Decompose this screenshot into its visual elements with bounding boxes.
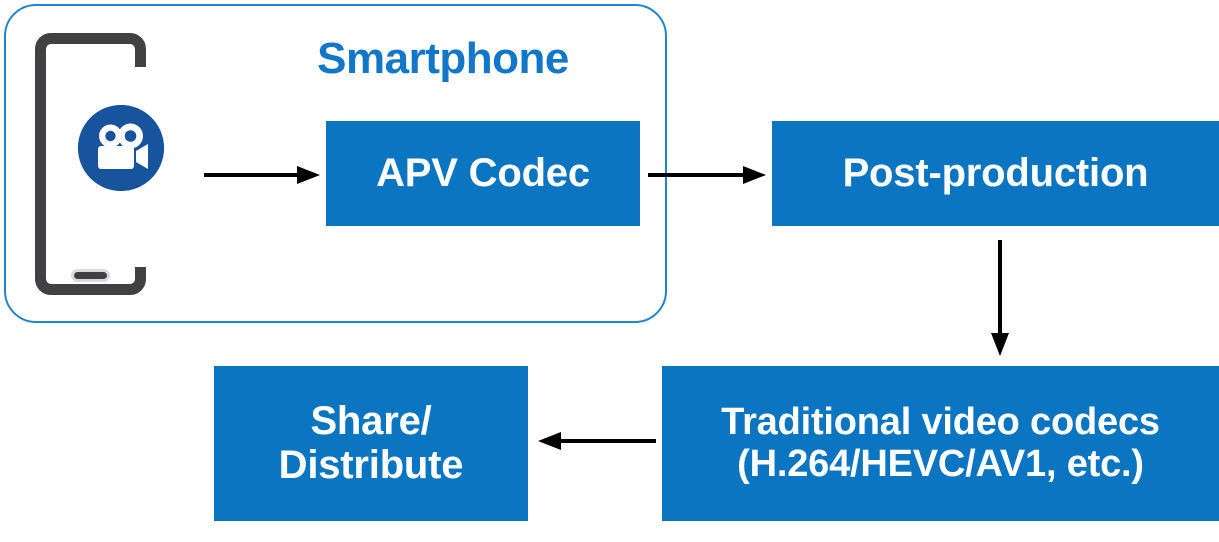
smartphone-group-container bbox=[4, 4, 667, 323]
node-share-distribute-line2: Distribute bbox=[278, 442, 464, 487]
node-post-production-label: Post-production bbox=[842, 150, 1149, 195]
node-traditional-codecs: Traditional video codecs (H.264/HEVC/AV1… bbox=[662, 366, 1219, 521]
video-camera-icon bbox=[78, 105, 164, 191]
phone-home-button bbox=[71, 269, 110, 282]
arrow-phone-to-apv bbox=[204, 163, 322, 187]
arrow-post-production-to-traditional bbox=[988, 240, 1012, 358]
arrow-traditional-to-share bbox=[534, 429, 656, 453]
node-apv-codec-label: APV Codec bbox=[376, 150, 590, 195]
smartphone-illustration bbox=[35, 33, 164, 295]
node-traditional-codecs-line1: Traditional video codecs bbox=[721, 401, 1160, 444]
node-apv-codec: APV Codec bbox=[326, 121, 640, 226]
phone-frame bbox=[35, 33, 146, 295]
node-share-distribute-line1: Share/ bbox=[310, 399, 432, 444]
node-post-production: Post-production bbox=[772, 121, 1219, 226]
node-share-distribute: Share/ Distribute bbox=[214, 366, 528, 521]
arrow-apv-to-post-production bbox=[648, 163, 768, 187]
node-traditional-codecs-line2: (H.264/HEVC/AV1, etc.) bbox=[737, 442, 1144, 485]
smartphone-group-title: Smartphone bbox=[317, 34, 569, 83]
